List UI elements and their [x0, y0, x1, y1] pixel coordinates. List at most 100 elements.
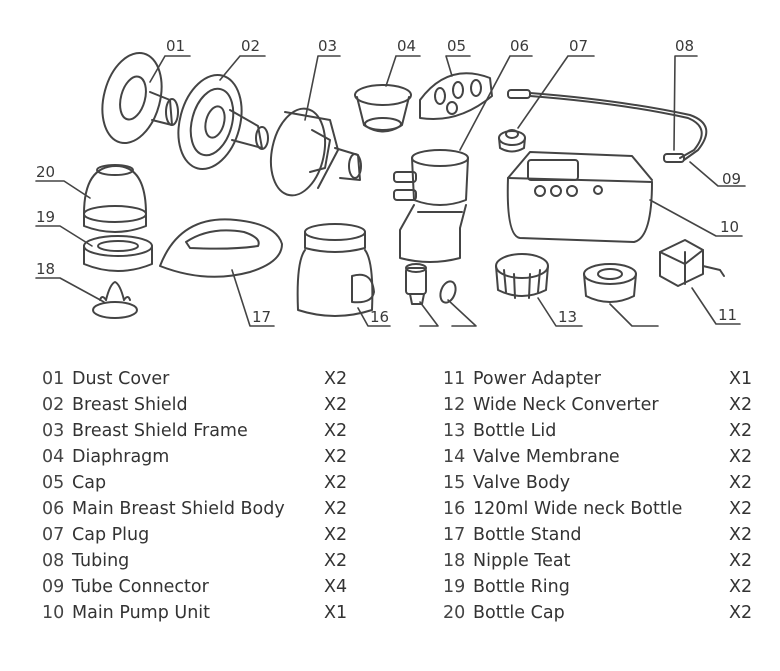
- part-quantity: X2: [729, 499, 753, 519]
- part-row-05: 05 Cap X2: [42, 470, 352, 496]
- callout-05: 05: [447, 37, 466, 55]
- part-number: 05: [42, 473, 65, 493]
- part-number: 19: [443, 577, 466, 597]
- part-name: Bottle Ring: [473, 577, 570, 597]
- part-row-08: 08 Tubing X2: [42, 548, 352, 574]
- main-breast-shield-body-illustration: [393, 149, 469, 263]
- part-quantity: X2: [729, 551, 753, 571]
- part-number: 11: [443, 369, 466, 389]
- part-quantity: X2: [324, 473, 348, 493]
- part-name: Wide Neck Converter: [473, 395, 659, 415]
- part-name: Cap: [72, 473, 107, 493]
- part-name: Diaphragm: [72, 447, 170, 467]
- power-adapter-illustration: [659, 239, 725, 287]
- bottle-ring-illustration: [83, 235, 153, 272]
- part-name: Tube Connector: [72, 577, 209, 597]
- part-row-03: 03 Breast Shield Frame X2: [42, 418, 352, 444]
- part-quantity: X2: [324, 499, 348, 519]
- part-name: Breast Shield Frame: [72, 421, 248, 441]
- part-quantity: X1: [729, 369, 753, 389]
- callout-03: 03: [318, 37, 337, 55]
- part-number: 08: [42, 551, 65, 571]
- part-number: 17: [443, 525, 466, 545]
- part-name: Main Breast Shield Body: [72, 499, 285, 519]
- bottle-cap-illustration: [83, 164, 147, 233]
- part-row-06: 06 Main Breast Shield Body X2: [42, 496, 352, 522]
- dust-cover-illustration: [101, 51, 179, 145]
- part-quantity: X2: [729, 577, 753, 597]
- part-name: Valve Membrane: [473, 447, 620, 467]
- part-row-19: 19 Bottle Ring X2: [443, 574, 761, 600]
- callout-09: 09: [722, 170, 741, 188]
- part-name: Bottle Stand: [473, 525, 582, 545]
- part-name: Bottle Cap: [473, 603, 565, 623]
- callout-04: 04: [397, 37, 416, 55]
- callout-16: 16: [370, 308, 389, 326]
- bottle-lid-illustration: [495, 253, 549, 299]
- part-number: 16: [443, 499, 466, 519]
- callout-20: 20: [36, 163, 55, 181]
- callout-13: 13: [558, 308, 577, 326]
- part-number: 15: [443, 473, 466, 493]
- callout-10: 10: [720, 218, 739, 236]
- part-name: Dust Cover: [72, 369, 170, 389]
- valve-membrane-illustration: [439, 280, 457, 304]
- bottle-stand-illustration: [159, 218, 283, 278]
- wide-neck-bottle-illustration: [296, 223, 375, 317]
- part-number: 01: [42, 369, 65, 389]
- part-quantity: X2: [729, 395, 753, 415]
- part-name: Bottle Lid: [473, 421, 557, 441]
- part-row-20: 20 Bottle Cap X2: [443, 600, 761, 626]
- callout-07: 07: [569, 37, 588, 55]
- part-name: Power Adapter: [473, 369, 601, 389]
- part-row-04: 04 Diaphragm X2: [42, 444, 352, 470]
- breast-shield-frame-illustration: [269, 107, 362, 197]
- part-number: 12: [443, 395, 466, 415]
- part-number: 04: [42, 447, 65, 467]
- part-row-11: 11 Power Adapter X1: [443, 366, 761, 392]
- callout-11: 11: [718, 306, 737, 324]
- part-quantity: X2: [324, 421, 348, 441]
- cap-plug-illustration: [498, 129, 526, 153]
- part-number: 03: [42, 421, 65, 441]
- tubing-illustration: [507, 89, 708, 163]
- callout-17: 17: [252, 308, 271, 326]
- part-number: 06: [42, 499, 65, 519]
- part-number: 20: [443, 603, 466, 623]
- part-name: Nipple Teat: [473, 551, 571, 571]
- main-pump-unit-illustration: [506, 151, 653, 243]
- part-quantity: X2: [729, 603, 753, 623]
- part-number: 10: [42, 603, 65, 623]
- part-number: 18: [443, 551, 466, 571]
- part-row-12: 12 Wide Neck Converter X2: [443, 392, 761, 418]
- part-quantity: X2: [729, 473, 753, 493]
- wide-neck-converter-illustration: [583, 263, 637, 303]
- part-quantity: X2: [324, 447, 348, 467]
- part-quantity: X2: [324, 369, 348, 389]
- part-quantity: X4: [324, 577, 348, 597]
- breast-shield-illustration: [177, 73, 269, 171]
- part-row-16: 16 120ml Wide neck Bottle X2: [443, 496, 761, 522]
- callout-08: 08: [675, 37, 694, 55]
- exploded-parts-diagram: 01 02 03 04 05 06 07 08 09 10 11 13 16 1…: [35, 37, 746, 327]
- part-name: Breast Shield: [72, 395, 188, 415]
- callout-19: 19: [36, 208, 55, 226]
- callout-06: 06: [510, 37, 529, 55]
- diaphragm-illustration: [354, 84, 412, 133]
- part-number: 14: [443, 447, 466, 467]
- part-name: 120ml Wide neck Bottle: [473, 499, 683, 519]
- part-quantity: X2: [324, 551, 348, 571]
- part-number: 02: [42, 395, 65, 415]
- cap-illustration: [419, 72, 493, 120]
- part-name: Tubing: [72, 551, 130, 571]
- part-number: 13: [443, 421, 466, 441]
- part-quantity: X2: [324, 525, 348, 545]
